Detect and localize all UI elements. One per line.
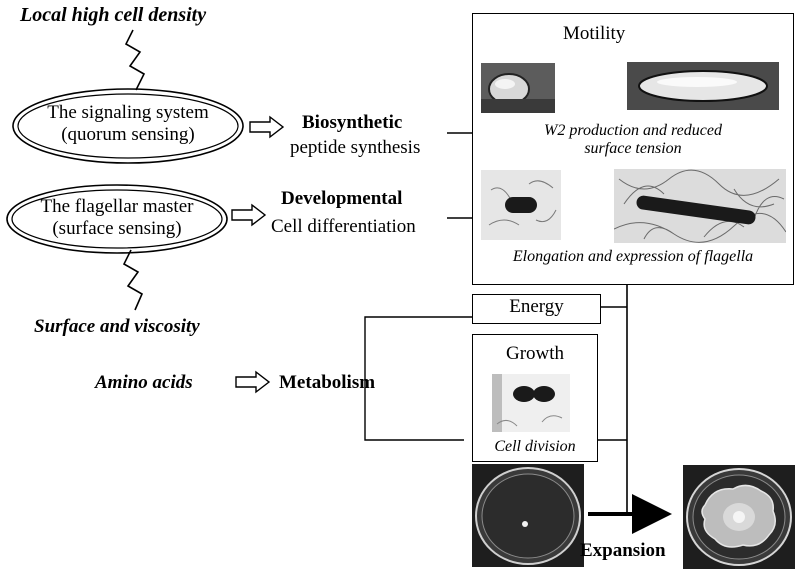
metabolism-title: Metabolism <box>279 372 376 393</box>
w2-caption: W2 production and reduced surface tensio… <box>544 122 722 158</box>
hollow-arrow <box>249 115 285 139</box>
lightning-icon <box>124 29 146 91</box>
developmental-title: Developmental <box>281 188 403 209</box>
expansion-label: Expansion <box>580 540 666 561</box>
petri-dish-expanded-photo <box>683 465 795 569</box>
amino-acids-label: Amino acids <box>95 372 193 393</box>
cell-division-caption: Cell division <box>494 438 576 455</box>
cell-density-label: Local high cell density <box>20 4 207 26</box>
energy-box <box>472 294 601 324</box>
flagellar-master-text: The flagellar master (surface sensing) <box>40 196 194 239</box>
peptide-synthesis-label: peptide synthesis <box>290 137 421 158</box>
flagellar-ellipse <box>6 184 228 254</box>
cell-differentiation-label: Cell differentiation <box>271 216 416 237</box>
elongated-cell-photo <box>614 169 786 243</box>
single-cell-photo <box>481 170 561 240</box>
energy-label: Energy <box>509 296 564 317</box>
signaling-system-text: The signaling system (quorum sensing) <box>47 102 209 145</box>
lightning-icon <box>122 249 144 311</box>
growth-title: Growth <box>505 343 565 364</box>
petri-dish-initial-photo <box>472 464 584 567</box>
spread-droplet-photo <box>627 62 779 110</box>
droplet-photo <box>481 63 555 113</box>
motility-title: Motility <box>563 23 626 44</box>
hollow-arrow <box>231 203 267 227</box>
surface-viscosity-label: Surface and viscosity <box>34 316 200 337</box>
dividing-cell-photo <box>492 374 570 432</box>
elongation-caption: Elongation and expression of flagella <box>512 248 754 265</box>
biosynthetic-title: Biosynthetic <box>302 112 403 133</box>
signaling-ellipse <box>12 88 244 164</box>
hollow-arrow <box>235 370 271 394</box>
